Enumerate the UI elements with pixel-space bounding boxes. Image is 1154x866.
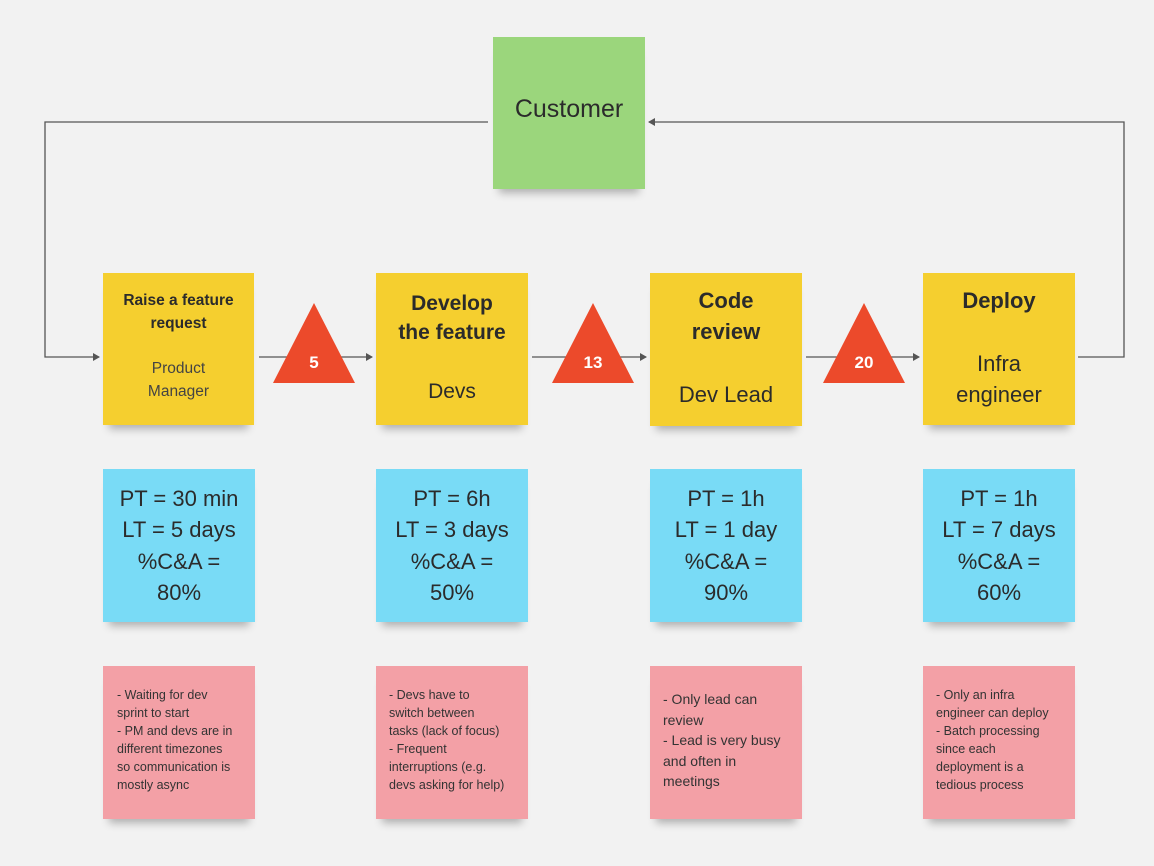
step-title-line: the feature	[398, 320, 506, 344]
problem-line: - Batch processing	[936, 724, 1040, 738]
problem-line: - Only lead can	[663, 691, 758, 707]
problem-line: sprint to start	[117, 706, 190, 720]
step-title-line: Raise a feature	[123, 292, 234, 309]
step-role-line: Product	[151, 360, 206, 377]
step-title-line: request	[150, 315, 207, 332]
complete-accurate-value: 50%	[429, 580, 475, 605]
metrics-note-code-review[interactable]: PT = 1h LT = 1 day %C&A = 90%	[650, 469, 802, 622]
complete-accurate-value: 80%	[156, 580, 202, 605]
step-title-line: Code	[698, 288, 754, 313]
lead-time: LT = 7 days	[942, 517, 1056, 542]
step-role-line: engineer	[956, 381, 1042, 407]
complete-accurate-label: %C&A =	[410, 548, 494, 574]
complete-accurate-label: %C&A =	[957, 548, 1041, 574]
step-role-line: Dev Lead	[678, 382, 774, 407]
problem-line: devs asking for help)	[389, 778, 505, 792]
inventory-count-2: 13	[583, 353, 603, 372]
step-develop-feature[interactable]: Develop the feature Devs	[376, 273, 528, 425]
complete-accurate-label: %C&A =	[137, 548, 221, 574]
process-time: PT = 1h	[960, 485, 1038, 511]
process-time: PT = 6h	[413, 485, 491, 511]
lead-time: LT = 1 day	[674, 517, 778, 542]
step-title-line: Develop	[411, 291, 493, 315]
inventory-triangle-2	[552, 303, 634, 383]
problem-line: and often in	[663, 752, 737, 769]
problems-note-develop[interactable]: - Devs have to switch between tasks (lac…	[376, 666, 528, 819]
problem-line: different timezones	[117, 742, 223, 756]
customer-label: Customer	[514, 94, 624, 123]
problem-line: review	[663, 711, 704, 728]
problems-note-code-review[interactable]: - Only lead can review - Lead is very bu…	[650, 666, 802, 819]
step-code-review[interactable]: Code review Dev Lead	[650, 273, 802, 426]
complete-accurate-value: 60%	[976, 580, 1022, 605]
problem-line: - Lead is very busy	[663, 732, 781, 748]
problem-line: so communication is	[117, 760, 231, 774]
problem-line: engineer can deploy	[936, 706, 1049, 720]
problem-line: meetings	[663, 773, 720, 789]
inventory-count-1: 5	[309, 353, 319, 372]
problem-line: since each	[936, 742, 996, 756]
problem-line: deployment is a	[936, 760, 1024, 774]
inventory-count-3: 20	[854, 353, 874, 372]
metrics-note-raise-request[interactable]: PT = 30 min LT = 5 days %C&A = 80%	[103, 469, 255, 622]
step-role-line: Infra	[976, 350, 1022, 376]
problem-line: interruptions (e.g.	[389, 760, 487, 774]
problem-line: - Frequent	[389, 742, 447, 756]
problem-line: - Only an infra	[936, 688, 1015, 702]
problem-line: tasks (lack of focus)	[389, 724, 500, 738]
step-title-line: review	[691, 319, 761, 344]
connector-customer-to-raise-request	[44, 121, 488, 361]
complete-accurate-value: 90%	[703, 580, 749, 605]
metrics-note-deploy[interactable]: PT = 1h LT = 7 days %C&A = 60%	[923, 469, 1075, 622]
problems-note-deploy[interactable]: - Only an infra engineer can deploy - Ba…	[923, 666, 1075, 819]
problem-line: - PM and devs are in	[117, 724, 233, 738]
connector-deploy-to-customer	[648, 118, 1125, 358]
lead-time: LT = 3 days	[395, 517, 509, 542]
step-title-line: Deploy	[962, 287, 1036, 313]
step-role-line: Devs	[428, 379, 476, 403]
step-raise-feature-request[interactable]: Raise a feature request Product Manager	[103, 273, 254, 425]
inventory-triangle-3	[823, 303, 905, 383]
inventory-triangle-1	[273, 303, 355, 383]
problem-line: mostly async	[117, 778, 190, 792]
metrics-note-develop[interactable]: PT = 6h LT = 3 days %C&A = 50%	[376, 469, 528, 622]
problem-line: switch between	[389, 706, 475, 720]
problems-note-raise-request[interactable]: - Waiting for dev sprint to start - PM a…	[103, 666, 255, 819]
step-role-line: Manager	[147, 383, 210, 400]
problem-line: tedious process	[936, 778, 1024, 792]
process-time: PT = 30 min	[119, 485, 239, 511]
customer-note[interactable]: Customer	[493, 37, 645, 189]
step-deploy[interactable]: Deploy Infra engineer	[923, 273, 1075, 425]
process-time: PT = 1h	[687, 485, 765, 511]
complete-accurate-label: %C&A =	[684, 548, 768, 574]
problem-line: - Waiting for dev	[117, 688, 208, 702]
problem-line: - Devs have to	[389, 688, 470, 702]
lead-time: LT = 5 days	[122, 517, 236, 542]
